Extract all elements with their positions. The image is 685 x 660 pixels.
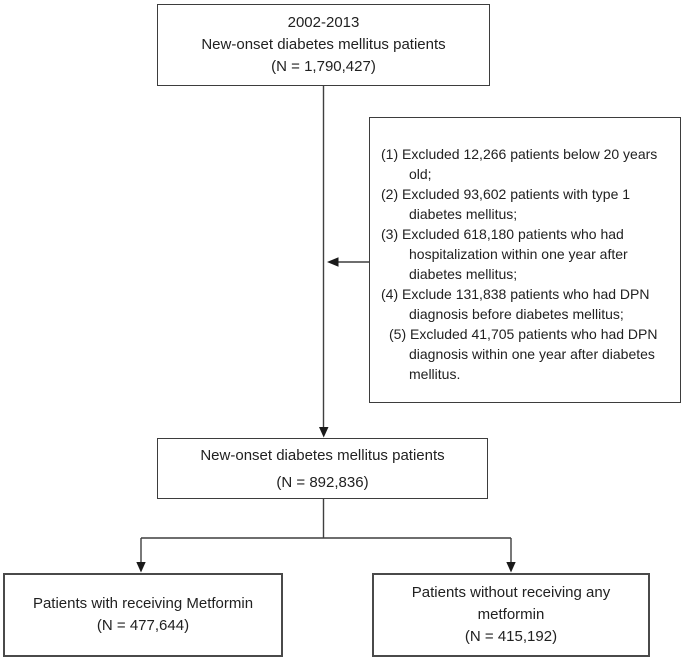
no-metformin-group-count: (N = 415,192): [464, 628, 558, 645]
arrowhead-into-right-box: [506, 562, 516, 573]
no-metformin-group-label-line2: metformin: [477, 606, 545, 623]
arrowhead-exclusion-left: [327, 257, 339, 267]
exclusion-item-4: (4) Exclude 131,838 patients who had DPN…: [381, 286, 650, 322]
initial-cohort-label: New-onset diabetes mellitus patients: [201, 36, 446, 53]
arrowhead-into-left-box: [136, 562, 146, 573]
box-metformin-group: Patients with receiving Metformin (N = 4…: [3, 573, 283, 657]
box-initial-cohort: 2002-2013 New-onset diabetes mellitus pa…: [157, 4, 490, 86]
box-filtered-cohort: New-onset diabetes mellitus patients (N …: [157, 438, 488, 499]
filtered-cohort-count: (N = 892,836): [276, 473, 369, 491]
arrowhead-into-middle-box: [319, 427, 329, 438]
exclusion-item-5: (5) Excluded 41,705 patients who had DPN…: [389, 326, 658, 382]
initial-cohort-count: (N = 1,790,427): [271, 58, 376, 75]
filtered-cohort-label: New-onset diabetes mellitus patients: [200, 446, 445, 464]
metformin-group-label: Patients with receiving Metformin: [32, 595, 254, 612]
exclusion-item-1: (1) Excluded 12,266 patients below 20 ye…: [381, 146, 658, 182]
no-metformin-group-label-line1: Patients without receiving any: [411, 584, 611, 601]
exclusion-item-3: (3) Excluded 618,180 patients who had ho…: [381, 226, 628, 282]
initial-cohort-period: 2002-2013: [287, 14, 360, 31]
metformin-group-count: (N = 477,644): [96, 617, 190, 634]
exclusion-item-2: (2) Excluded 93,602 patients with type 1…: [381, 186, 631, 222]
box-exclusion-criteria: (1) Excluded 12,266 patients below 20 ye…: [369, 117, 681, 403]
box-no-metformin-group: Patients without receiving any metformin…: [372, 573, 650, 657]
